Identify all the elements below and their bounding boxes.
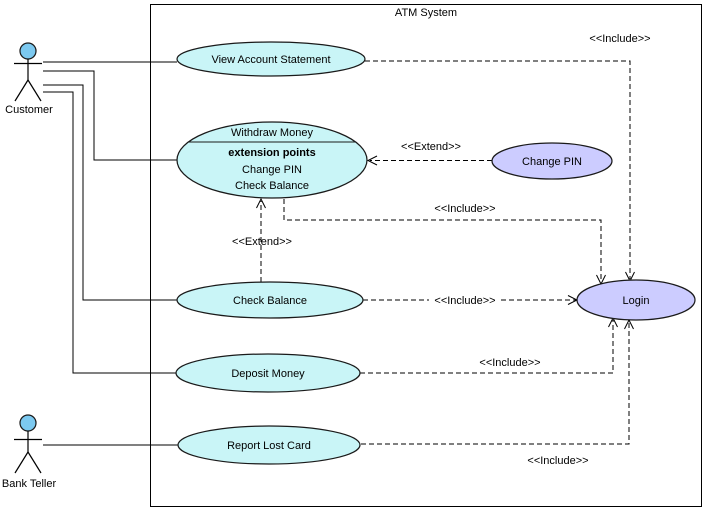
associations <box>43 61 178 446</box>
extend-stereotype-label: <<Extend>> <box>232 236 292 248</box>
actor-label: Bank Teller <box>2 478 57 490</box>
open-arrowhead-icon <box>256 197 266 209</box>
use-case-withdraw-money[interactable]: Withdraw Money extension points Change P… <box>176 121 368 199</box>
include-edge-line[interactable] <box>361 322 630 445</box>
use-case-ellipse[interactable] <box>177 425 361 465</box>
association-customer-check-balance[interactable] <box>43 84 177 301</box>
actor-head-icon <box>19 42 37 60</box>
include-check-balance-login[interactable]: <<Include>> <box>363 295 579 307</box>
extend-change-pin-withdraw-money[interactable]: <<Extend>> <box>366 141 492 166</box>
association-customer-deposit-money[interactable] <box>43 91 176 374</box>
system-boundary[interactable]: ATM System <box>150 4 702 507</box>
use-case-label: Login <box>623 295 650 307</box>
system-boundary-box[interactable] <box>150 4 702 507</box>
open-arrowhead-icon <box>366 155 378 166</box>
actor-leg-icon <box>27 79 42 102</box>
use-case-check-balance[interactable]: Check Balance <box>176 281 364 319</box>
actor-head-icon <box>19 414 37 432</box>
association-customer-withdraw-money[interactable] <box>43 70 177 161</box>
actor-leg-icon <box>27 451 42 474</box>
use-case-label: Report Lost Card <box>227 440 311 452</box>
use-case-label: Withdraw Money <box>231 127 313 139</box>
use-case-label: View Account Statement <box>211 54 330 66</box>
use-case-ellipse[interactable] <box>175 353 361 393</box>
extension-point-item: Check Balance <box>235 180 309 192</box>
extension-points-header: extension points <box>228 147 315 159</box>
use-case-login[interactable]: Login <box>576 279 696 321</box>
use-case-ellipse[interactable] <box>176 121 368 199</box>
use-case-report-lost-card[interactable]: Report Lost Card <box>177 425 361 465</box>
actor-bank-teller[interactable]: Bank Teller <box>2 414 57 490</box>
use-case-ellipse[interactable] <box>176 41 366 77</box>
actor-leg-icon <box>14 451 29 474</box>
use-case-label: Deposit Money <box>231 368 305 380</box>
include-edge-line[interactable] <box>360 320 614 374</box>
use-case-ellipse[interactable] <box>176 281 364 319</box>
include-stereotype-label: <<Include>> <box>479 357 540 369</box>
include-stereotype-label: <<Include>> <box>434 203 495 215</box>
use-case-ellipse[interactable] <box>576 279 696 321</box>
use-case-label: Change PIN <box>522 156 582 168</box>
actor-customer[interactable]: Customer <box>5 42 53 116</box>
use-case-view-account-statement[interactable]: View Account Statement <box>176 41 366 77</box>
include-stereotype-label: <<Include>> <box>434 295 495 307</box>
include-edge-line[interactable] <box>365 60 631 279</box>
extension-point-item: Change PIN <box>242 164 302 176</box>
include-stereotype-label: <<Include>> <box>527 455 588 467</box>
system-boundary-title: ATM System <box>395 7 457 19</box>
extend-stereotype-label: <<Extend>> <box>401 141 461 153</box>
include-edge-line[interactable] <box>283 199 602 282</box>
actor-leg-icon <box>14 79 29 102</box>
use-case-ellipse[interactable] <box>491 142 613 180</box>
actor-label: Customer <box>5 104 53 116</box>
extend-check-balance-withdraw-money[interactable]: <<Extend>> <box>232 197 292 282</box>
use-case-label: Check Balance <box>233 295 307 307</box>
include-stereotype-label: <<Include>> <box>589 33 650 45</box>
use-case-deposit-money[interactable]: Deposit Money <box>175 353 361 393</box>
use-case-change-pin[interactable]: Change PIN <box>491 142 613 180</box>
